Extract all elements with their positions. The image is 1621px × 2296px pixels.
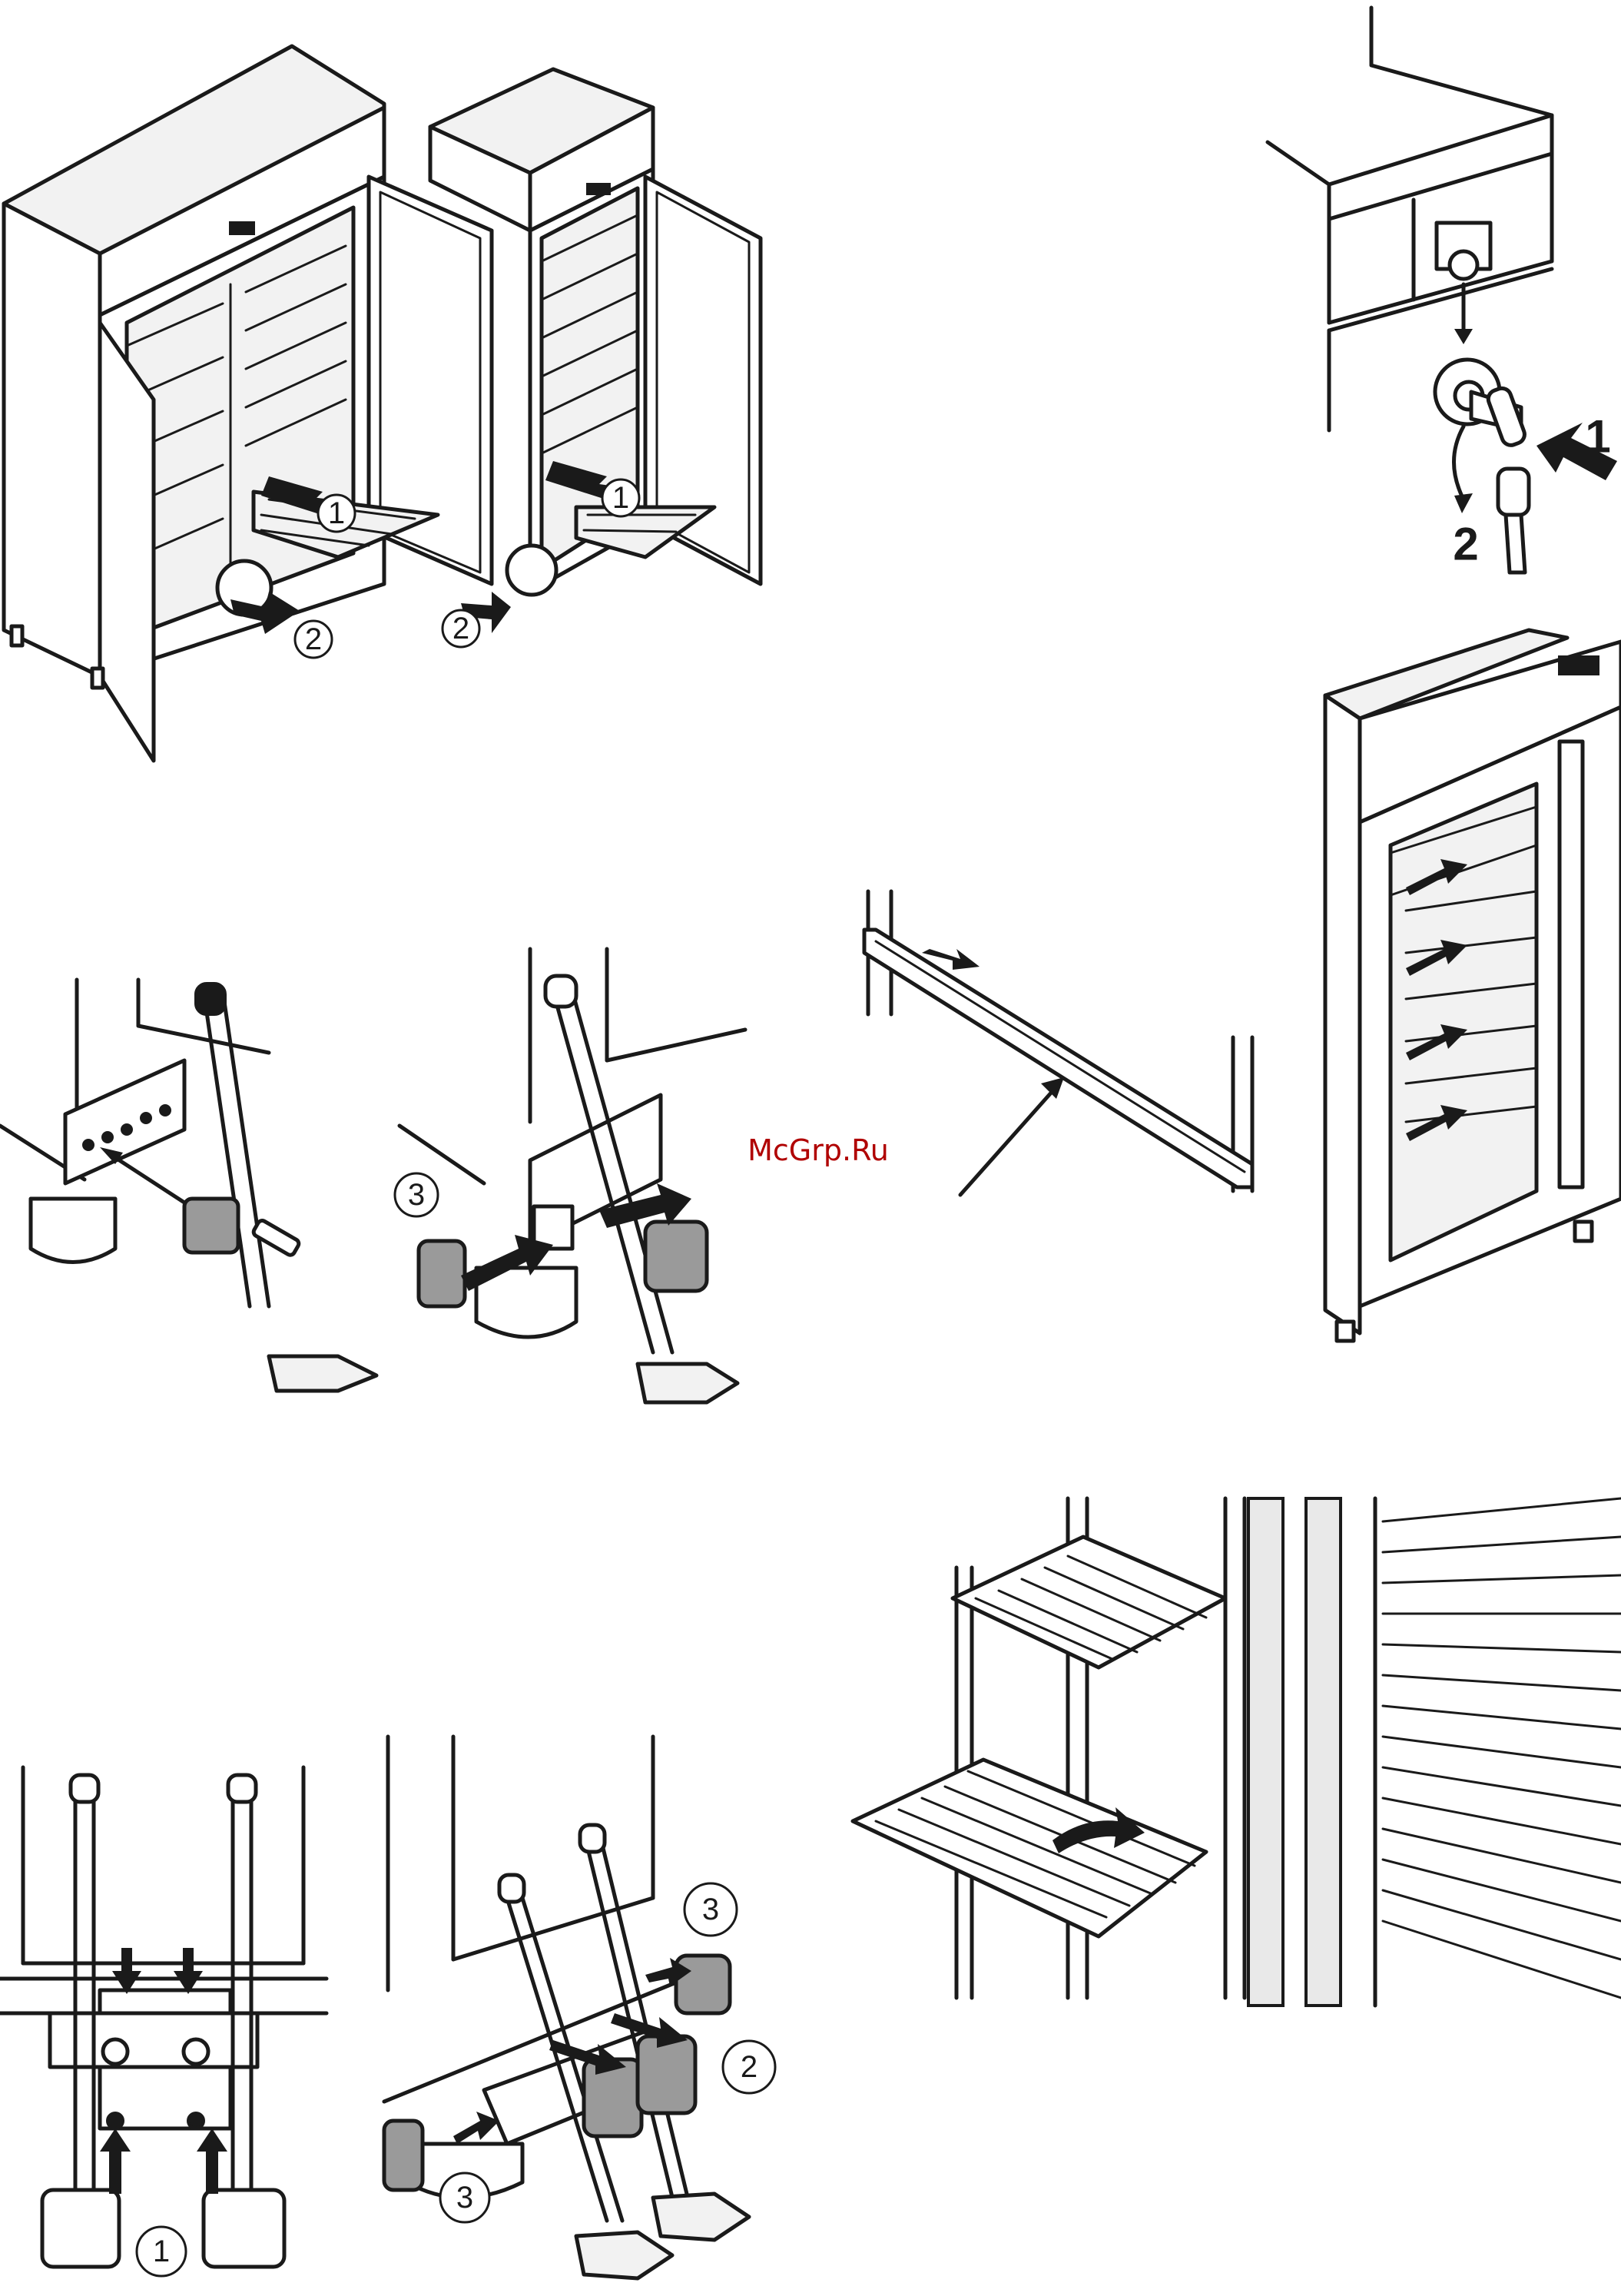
callout-3-pedal: 3 [395,1173,438,1216]
callout-3-upper: 3 [685,1883,737,1936]
double-pedals-front: 1 [0,1767,327,2276]
double-pedals-perspective: 3 2 3 [384,1737,775,2278]
svg-text:1: 1 [328,496,345,530]
callout-3-lower: 3 [440,2173,489,2222]
callout-1-right: 1 [602,479,639,516]
svg-text:3: 3 [456,2181,473,2215]
watermark: McGrp.Ru [748,1133,889,1167]
callout-2-left: 2 [295,621,332,658]
double-cabinet [4,46,492,761]
lock-step-insert: 1 [1585,411,1610,463]
callout-2-mid: 2 [723,2041,775,2093]
svg-text:1: 1 [153,2235,170,2268]
wire-shelf-insertion [853,1498,1621,2006]
cabinet-rails-overview [1325,630,1621,1341]
svg-text:2: 2 [452,612,469,645]
svg-text:3: 3 [702,1893,719,1926]
callout-2-right: 2 [443,610,479,647]
svg-text:1: 1 [612,481,629,515]
wire-grid [1383,1498,1621,1998]
svg-text:2: 2 [741,2050,757,2084]
pedal-mounting: 3 [0,949,745,1402]
lock-step-turn: 2 [1453,519,1478,570]
callout-1-pedals: 1 [137,2227,186,2276]
shelf-support-rail: McGrp.Ru [748,891,1252,1195]
cabinets-shelf-insertion: 1 1 2 2 [4,46,761,761]
callout-1-left: 1 [318,495,355,532]
svg-text:3: 3 [408,1178,425,1212]
svg-text:2: 2 [305,622,322,656]
lock-key-detail: 1 2 [1268,8,1617,572]
